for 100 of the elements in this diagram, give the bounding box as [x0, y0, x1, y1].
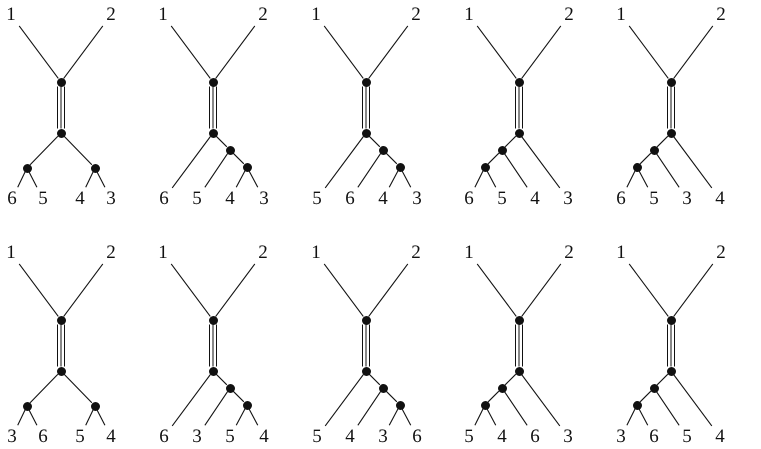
line — [488, 152, 500, 164]
particle-label: 5 — [647, 189, 661, 209]
line — [626, 408, 636, 426]
particle-label: 6 — [36, 427, 50, 447]
line — [204, 153, 228, 188]
vertex-dot — [22, 402, 32, 410]
particle-label: 3 — [410, 189, 424, 209]
vertex-dot — [480, 400, 490, 410]
particle-label: 5 — [223, 427, 237, 447]
vertex-dot — [396, 162, 404, 172]
particle-label: 4 — [713, 427, 727, 447]
line — [64, 374, 92, 404]
line — [30, 374, 58, 404]
vertex-dot — [514, 316, 524, 324]
particle-label: 5 — [310, 427, 324, 447]
triple-line — [515, 324, 523, 366]
particle-label: 2 — [104, 5, 118, 25]
line — [521, 136, 560, 188]
particle-label: 3 — [257, 189, 271, 209]
particle-label: 5 — [462, 427, 476, 447]
particle-label: 6 — [410, 427, 424, 447]
vertex-dot — [226, 384, 234, 392]
line — [215, 26, 256, 79]
particle-label: 3 — [561, 427, 575, 447]
particle-label: 4 — [223, 189, 237, 209]
line — [17, 410, 26, 426]
particle-label: 5 — [73, 427, 87, 447]
particle-label: 1 — [156, 243, 170, 263]
triple-line — [515, 86, 523, 128]
particle-label: 1 — [462, 5, 476, 25]
vertex-dot — [56, 316, 66, 324]
triple-line — [667, 324, 675, 366]
particle-label: 5 — [190, 189, 204, 209]
line — [236, 170, 246, 188]
line — [504, 391, 528, 426]
vertex-dot — [378, 146, 388, 154]
particle-label: 4 — [528, 189, 542, 209]
vertex-dot — [498, 146, 506, 154]
vertex-dot — [90, 164, 100, 172]
particle-label: 5 — [36, 189, 50, 209]
particle-label: 4 — [343, 427, 357, 447]
line — [64, 136, 92, 166]
line — [656, 391, 680, 426]
line — [488, 390, 500, 402]
line — [474, 170, 484, 188]
line — [368, 26, 408, 79]
particle-label: 4 — [713, 189, 727, 209]
vertex-dot — [208, 78, 218, 86]
line — [30, 136, 58, 166]
line — [172, 374, 211, 426]
line — [28, 410, 38, 426]
line — [476, 264, 517, 317]
line — [626, 170, 636, 188]
particle-label: 2 — [714, 243, 728, 263]
particle-label: 6 — [343, 189, 357, 209]
particle-label: 1 — [614, 243, 628, 263]
particle-label: 3 — [561, 189, 575, 209]
triple-line — [209, 86, 217, 128]
particle-label: 6 — [614, 189, 628, 209]
particle-label: 2 — [562, 243, 576, 263]
line — [324, 136, 364, 188]
vertex-dot — [514, 128, 524, 138]
vertex-dot — [90, 402, 100, 410]
vertex-dot — [666, 316, 676, 324]
line — [486, 170, 496, 188]
vertex-dot — [208, 366, 218, 376]
line — [216, 136, 228, 148]
particle-label: 1 — [4, 5, 18, 25]
line — [673, 264, 714, 317]
particle-label: 2 — [714, 5, 728, 25]
particle-label: 2 — [256, 243, 270, 263]
particle-label: 3 — [190, 427, 204, 447]
vertex-dot — [22, 164, 32, 172]
line — [656, 374, 668, 386]
particle-label: 4 — [73, 189, 87, 209]
line — [324, 264, 364, 317]
line — [474, 408, 484, 426]
line — [324, 374, 364, 426]
vertex-dot — [514, 78, 524, 86]
particle-label: 1 — [462, 243, 476, 263]
line — [673, 136, 712, 188]
line — [63, 264, 104, 317]
line — [28, 172, 38, 188]
line — [656, 153, 680, 188]
line — [402, 408, 412, 426]
line — [402, 170, 412, 188]
line — [504, 153, 528, 188]
line — [232, 390, 244, 402]
line — [170, 264, 211, 317]
vertex-dot — [56, 128, 66, 138]
vertex-dot — [632, 400, 642, 410]
line — [96, 410, 106, 426]
vertex-dot — [242, 400, 252, 410]
line — [640, 152, 652, 164]
particle-label: 1 — [309, 5, 323, 25]
line — [17, 172, 26, 188]
triple-line — [362, 86, 370, 128]
particle-label: 4 — [376, 189, 390, 209]
line — [357, 153, 381, 188]
vertex-dot — [650, 146, 658, 154]
